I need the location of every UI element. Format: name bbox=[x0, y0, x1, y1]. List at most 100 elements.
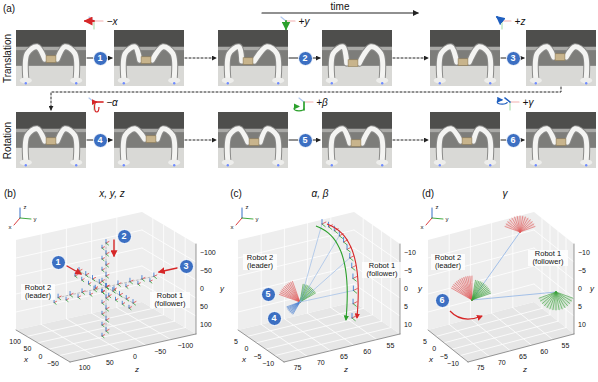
figure-shape bbox=[322, 30, 392, 86]
tick-label: 65 bbox=[519, 353, 527, 361]
panel-label: (d) bbox=[422, 188, 434, 199]
figure-shape bbox=[41, 234, 42, 324]
figure-shape bbox=[218, 112, 288, 168]
figure-shape bbox=[331, 129, 349, 160]
figure-shape bbox=[133, 302, 136, 304]
figure-shape bbox=[120, 295, 123, 297]
figure-shape bbox=[227, 164, 229, 166]
figure-shape bbox=[322, 219, 323, 224]
figure-shape bbox=[243, 58, 253, 65]
tick-label: 0 bbox=[432, 345, 436, 353]
figure-shape bbox=[502, 20, 511, 21]
figure-shape bbox=[353, 289, 357, 291]
axis-title: y bbox=[220, 285, 224, 294]
figure-shape bbox=[381, 82, 383, 84]
figure-shape bbox=[526, 30, 596, 86]
figure-shape bbox=[106, 273, 107, 277]
figure-shape bbox=[470, 229, 471, 319]
figure-shape bbox=[16, 30, 86, 47]
figure-shape bbox=[352, 266, 356, 268]
figure-shape bbox=[102, 311, 103, 314]
figure-shape bbox=[81, 277, 82, 280]
figure-shape bbox=[331, 47, 346, 78]
figure-shape bbox=[118, 283, 121, 285]
figure-shape bbox=[428, 330, 468, 362]
sequence-arrow bbox=[185, 140, 216, 141]
panel-label: (b) bbox=[4, 188, 16, 199]
figure-shape bbox=[585, 164, 587, 166]
figure-shape bbox=[123, 164, 125, 166]
row-label: Translation bbox=[3, 33, 14, 82]
figure-shape bbox=[66, 229, 67, 319]
figure-shape bbox=[509, 102, 510, 110]
figure-shape bbox=[90, 292, 91, 295]
figure-shape bbox=[469, 47, 490, 78]
tick-label: 5 bbox=[423, 338, 427, 346]
figure-shape bbox=[108, 293, 109, 296]
tick-label: −5 bbox=[578, 267, 586, 275]
figure-shape bbox=[114, 112, 184, 129]
figure-shape bbox=[460, 328, 566, 356]
figure-shape bbox=[93, 21, 94, 29]
figure-shape bbox=[86, 275, 89, 277]
figure-shape bbox=[432, 218, 443, 219]
figure-shape bbox=[444, 315, 550, 343]
tick-label: 75 bbox=[477, 364, 485, 372]
axis-title: z bbox=[135, 366, 139, 375]
figure-shape bbox=[432, 208, 433, 218]
callout-number: 6 bbox=[439, 296, 444, 305]
figure-shape bbox=[157, 129, 174, 160]
robot-photo bbox=[114, 30, 184, 86]
figure-shape bbox=[497, 100, 507, 104]
figure-shape bbox=[46, 138, 56, 145]
figure-shape bbox=[25, 129, 44, 160]
figure-shape bbox=[113, 240, 114, 256]
figure-shape bbox=[353, 299, 354, 304]
tick-label: 100 bbox=[79, 364, 91, 372]
figure-shape bbox=[114, 112, 184, 168]
time-label: time bbox=[331, 1, 350, 12]
figure-shape bbox=[236, 218, 242, 225]
figure-shape bbox=[154, 275, 157, 277]
tick-label: 55 bbox=[387, 342, 395, 350]
figure-shape bbox=[439, 129, 460, 160]
motion-label: +z bbox=[515, 16, 526, 27]
figure-shape bbox=[106, 286, 109, 288]
figure-shape bbox=[142, 212, 196, 334]
figure-shape bbox=[275, 328, 391, 356]
tick-label: 70 bbox=[498, 359, 506, 367]
figure-shape bbox=[344, 242, 347, 245]
figure-shape bbox=[242, 218, 253, 219]
figure-shape bbox=[362, 129, 382, 160]
axis-letter: z bbox=[24, 204, 27, 211]
figure-shape bbox=[106, 306, 107, 310]
figure-shape bbox=[351, 263, 352, 268]
robot-photo bbox=[526, 112, 596, 168]
robot-photo bbox=[322, 112, 392, 168]
figure-shape bbox=[322, 112, 392, 129]
figure-shape bbox=[322, 222, 326, 224]
tick-label: −10 bbox=[447, 360, 459, 368]
figure-shape bbox=[539, 292, 573, 310]
figure-shape bbox=[351, 140, 361, 147]
figure-shape bbox=[439, 47, 456, 78]
tick-label: −50 bbox=[200, 267, 212, 275]
figure-shape bbox=[106, 276, 109, 278]
step-number: 2 bbox=[117, 229, 132, 244]
figure-shape bbox=[106, 264, 109, 266]
tick-label: 70 bbox=[317, 359, 325, 367]
figure-shape bbox=[260, 129, 278, 160]
figure-shape bbox=[334, 231, 337, 234]
figure-shape bbox=[58, 276, 154, 297]
figure-shape bbox=[381, 164, 383, 166]
time-arrow bbox=[262, 12, 418, 13]
figure-shape bbox=[400, 244, 401, 334]
figure-shape bbox=[567, 129, 586, 160]
tick-label: 100 bbox=[200, 321, 212, 329]
robot-label: Robot 1 (follower) bbox=[362, 262, 402, 279]
figure-shape bbox=[287, 302, 300, 314]
figure-shape bbox=[304, 101, 313, 102]
figure-shape bbox=[46, 56, 56, 63]
figure-shape bbox=[153, 273, 154, 277]
figure-shape bbox=[450, 311, 482, 319]
